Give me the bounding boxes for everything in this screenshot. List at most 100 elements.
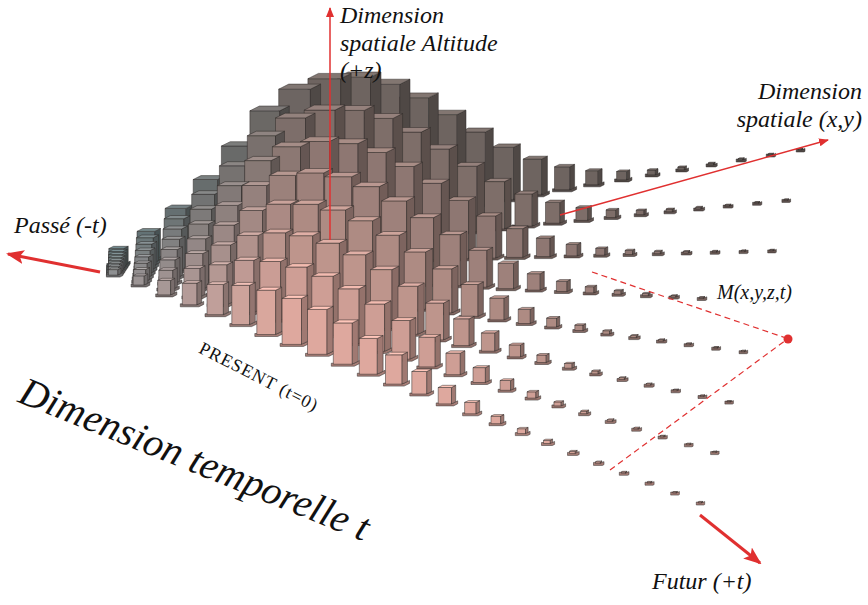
bar-prism [357, 336, 385, 377]
bar-face [654, 250, 662, 251]
bar-face [736, 158, 746, 162]
bar-face [460, 351, 465, 375]
bar-face [410, 318, 416, 360]
bar-face [646, 383, 652, 385]
bar-face [136, 235, 158, 238]
bar-prism [696, 501, 704, 505]
bar-face [245, 156, 280, 160]
bar-face [162, 236, 185, 239]
bar-face [308, 309, 328, 354]
bar-face [617, 378, 628, 382]
bar-face [738, 157, 744, 159]
bar-face [700, 394, 705, 396]
bar-face [160, 257, 180, 260]
bar-face [327, 306, 333, 354]
bar-face [631, 334, 639, 336]
bar-face [469, 316, 474, 345]
bar-face [232, 285, 250, 324]
bar-prism [645, 481, 654, 485]
bar-face [603, 330, 612, 331]
bar-face [365, 301, 391, 304]
bar-face [629, 336, 641, 340]
bar-face [710, 251, 720, 255]
bar-face [282, 295, 308, 298]
bar-face [636, 209, 646, 210]
bar-face [419, 337, 435, 367]
bar-face [686, 443, 691, 445]
bar-face [109, 256, 126, 258]
bar-prism [681, 251, 692, 256]
bar-prism [542, 439, 555, 445]
bar-face [402, 352, 407, 384]
bar-face [257, 287, 282, 290]
bar-face [412, 372, 427, 395]
bar-prism [463, 401, 482, 416]
bar-face [348, 217, 380, 221]
bar-face [232, 282, 256, 285]
bar-face [598, 169, 602, 185]
bar-face [454, 162, 485, 166]
bar-face [135, 248, 155, 250]
bar-face [158, 278, 175, 280]
bar-face [592, 370, 601, 371]
bar-face [564, 362, 574, 363]
bar-prism [459, 282, 485, 319]
bar-face [585, 287, 594, 293]
bar-face [109, 259, 124, 261]
bar-face [713, 451, 718, 453]
bar-face [359, 336, 383, 339]
bar-face [316, 239, 347, 243]
bar-face [550, 236, 554, 257]
point-m [784, 335, 793, 344]
bar-prism [452, 316, 477, 347]
bar-face [515, 194, 532, 226]
bar-face [250, 282, 256, 324]
bar-face [536, 236, 554, 238]
bar-prism [617, 377, 628, 382]
bar-face [477, 213, 502, 216]
bar-face [353, 182, 388, 186]
bar-prism [605, 419, 616, 424]
bar-face [438, 388, 451, 404]
bar-face [527, 274, 540, 290]
bar-face [544, 440, 551, 443]
bar-prism [657, 339, 667, 343]
bar-face [161, 247, 183, 250]
bar-face [537, 354, 549, 356]
bar-face [560, 200, 565, 223]
bar-face [490, 296, 509, 298]
bar-face [581, 411, 587, 414]
bar-face [452, 266, 458, 313]
bar-face [491, 416, 501, 424]
bar-face [511, 379, 514, 391]
bar-prism [753, 202, 762, 206]
bar-face [523, 226, 528, 257]
bar-face [542, 156, 548, 195]
bar-prism [739, 350, 748, 354]
bar-face [109, 253, 126, 255]
bar-prism [594, 247, 610, 257]
bar-face [586, 169, 603, 171]
bar-face [678, 166, 687, 167]
spatial-axis [560, 140, 828, 215]
bar-prism [544, 200, 567, 225]
bar-face [187, 236, 212, 239]
bar-face [234, 257, 260, 260]
bar-prism [632, 427, 642, 431]
bar-prism [568, 450, 580, 455]
bar-face [588, 206, 592, 221]
bar-prism [489, 415, 506, 426]
bar-face [159, 268, 178, 270]
bar-face [504, 296, 509, 320]
bar-face [606, 210, 616, 218]
bar-face [266, 200, 298, 204]
bar-prism [535, 354, 551, 365]
bar-face [698, 502, 701, 503]
bar-prism [479, 331, 501, 354]
bar-prism [521, 156, 549, 197]
bar-face [507, 226, 529, 229]
bar-face [647, 481, 652, 483]
bar-face [517, 429, 525, 434]
bar-prism [230, 282, 257, 326]
bar-face [647, 170, 655, 175]
